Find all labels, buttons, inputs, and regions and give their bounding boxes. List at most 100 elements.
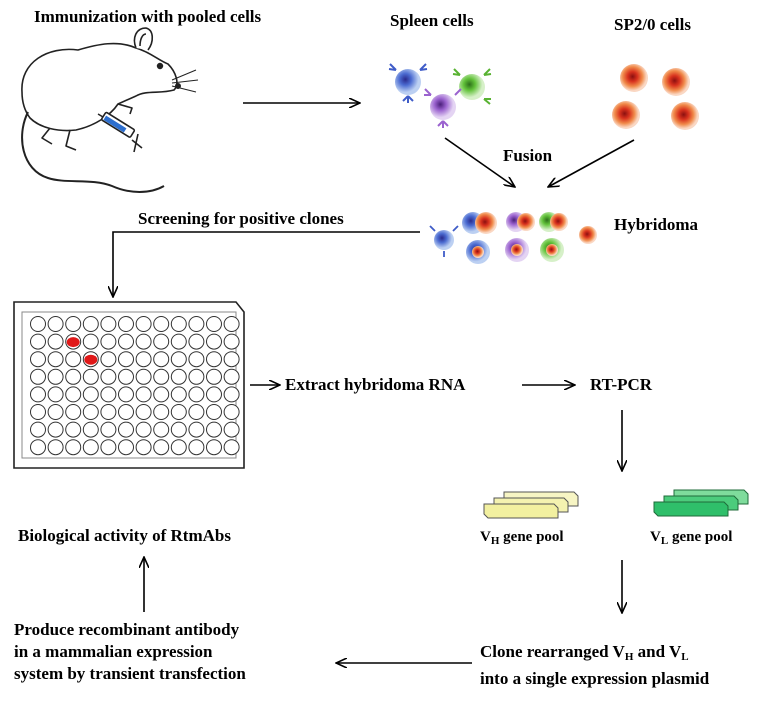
label-produce-antibody: Produce recombinant antibody in a mammal… bbox=[14, 620, 246, 683]
plate-well bbox=[118, 351, 134, 368]
plate-well bbox=[170, 368, 187, 385]
plate-well bbox=[47, 333, 64, 350]
plate-well bbox=[206, 439, 222, 456]
label-spleen-cells: Spleen cells bbox=[390, 11, 474, 30]
plate-well bbox=[65, 386, 82, 403]
plate-well bbox=[30, 386, 46, 403]
plate-well bbox=[118, 316, 134, 332]
label-clone-plasmid: Clone rearranged VH and VL into a single… bbox=[480, 642, 710, 688]
plate-well bbox=[47, 386, 64, 403]
spleen-cells-illustration bbox=[388, 63, 492, 128]
plate-well bbox=[100, 316, 117, 332]
plate-well bbox=[47, 404, 64, 420]
plate-well bbox=[100, 333, 117, 350]
plate-well bbox=[206, 368, 222, 385]
plate-well bbox=[153, 386, 170, 403]
plate-well bbox=[188, 404, 205, 420]
plate-well bbox=[100, 386, 117, 403]
plate-well bbox=[170, 316, 187, 332]
plate-well bbox=[47, 421, 64, 438]
plate-well bbox=[82, 333, 99, 350]
plate-well bbox=[82, 404, 99, 420]
plate-well bbox=[118, 386, 134, 403]
plate-well bbox=[153, 404, 170, 420]
plate-well bbox=[170, 404, 187, 420]
plate-well bbox=[223, 316, 240, 332]
label-screening: Screening for positive clones bbox=[138, 209, 344, 228]
plate-well bbox=[170, 333, 187, 350]
plate-well bbox=[223, 351, 240, 368]
hybridoma-cells-illustration bbox=[429, 212, 597, 264]
plate-well bbox=[82, 386, 99, 403]
well-plate-illustration bbox=[13, 301, 245, 469]
plate-well bbox=[47, 351, 64, 368]
plate-well bbox=[65, 351, 82, 368]
label-sp2-cells: SP2/0 cells bbox=[614, 15, 691, 34]
plate-well bbox=[170, 386, 187, 403]
plate-well bbox=[30, 439, 46, 456]
plate-well bbox=[135, 368, 152, 385]
arrow-sp2-to-hybridoma bbox=[548, 139, 635, 187]
plate-well bbox=[65, 316, 82, 332]
plate-well bbox=[118, 439, 134, 456]
plate-well bbox=[135, 439, 152, 456]
plate-well bbox=[223, 368, 240, 385]
arrow-spleen-to-hybridoma bbox=[444, 137, 515, 187]
plate-well bbox=[30, 404, 46, 420]
flow-arrows bbox=[113, 103, 635, 663]
plate-well bbox=[30, 368, 46, 385]
plate-well bbox=[100, 368, 117, 385]
label-extract-rna: Extract hybridoma RNA bbox=[285, 375, 466, 394]
plate-well bbox=[206, 421, 222, 438]
plate-well bbox=[30, 333, 46, 350]
label-fusion: Fusion bbox=[503, 146, 553, 165]
plate-well bbox=[170, 351, 187, 368]
plate-well bbox=[188, 368, 205, 385]
plate-well bbox=[65, 439, 82, 456]
plate-well bbox=[47, 316, 64, 332]
plate-well bbox=[82, 439, 99, 456]
plate-well bbox=[153, 351, 170, 368]
plate-well bbox=[188, 316, 205, 332]
plate-well bbox=[223, 439, 240, 456]
plate-well bbox=[206, 333, 222, 350]
plate-well bbox=[206, 386, 222, 403]
plate-well bbox=[82, 421, 99, 438]
plate-well bbox=[153, 316, 170, 332]
plate-well bbox=[153, 439, 170, 456]
plate-well bbox=[223, 333, 240, 350]
plate-well bbox=[82, 368, 99, 385]
plate-well bbox=[100, 439, 117, 456]
plate-well bbox=[153, 368, 170, 385]
positive-well bbox=[84, 354, 98, 365]
label-hybridoma: Hybridoma bbox=[614, 215, 699, 234]
plate-well bbox=[47, 368, 64, 385]
plate-well bbox=[223, 421, 240, 438]
plate-well bbox=[188, 386, 205, 403]
plate-well bbox=[188, 351, 205, 368]
plate-well bbox=[30, 351, 46, 368]
sp2-cells-illustration bbox=[612, 64, 699, 130]
plate-well bbox=[223, 386, 240, 403]
plate-well bbox=[206, 351, 222, 368]
plate-well bbox=[65, 421, 82, 438]
plate-well bbox=[135, 316, 152, 332]
syringe-icon bbox=[97, 111, 143, 153]
plate-well bbox=[223, 404, 240, 420]
label-rt-pcr: RT-PCR bbox=[590, 375, 653, 394]
plate-well bbox=[135, 404, 152, 420]
plate-well bbox=[188, 421, 205, 438]
plate-well bbox=[118, 333, 134, 350]
plate-well bbox=[47, 439, 64, 456]
plate-well bbox=[118, 404, 134, 420]
plate-well bbox=[206, 404, 222, 420]
plate-well bbox=[153, 421, 170, 438]
plate-well bbox=[82, 316, 99, 332]
plate-well bbox=[65, 404, 82, 420]
label-immunization: Immunization with pooled cells bbox=[34, 7, 262, 26]
label-biological-activity: Biological activity of RtmAbs bbox=[18, 526, 231, 545]
plate-well bbox=[118, 368, 134, 385]
plate-well bbox=[135, 351, 152, 368]
plate-well bbox=[100, 404, 117, 420]
